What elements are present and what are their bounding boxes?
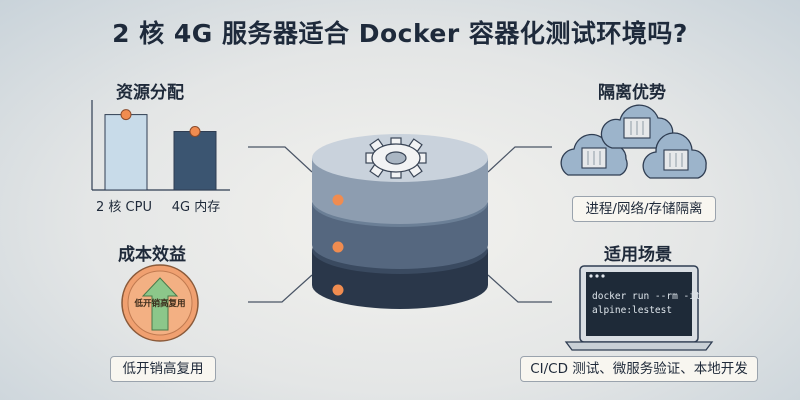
connector-lines	[248, 146, 552, 303]
isolation-heading: 隔离优势	[598, 83, 666, 103]
server-stack	[312, 134, 488, 309]
bar-memory	[173, 131, 217, 191]
usage-heading: 适用场景	[604, 245, 672, 265]
cost-caption: 低开销高复用	[110, 356, 216, 382]
terminal-line-1: docker run --rm -it	[592, 291, 701, 302]
isolation-caption: 进程/网络/存储隔离	[572, 196, 716, 222]
coin-label: 低开销高复用	[134, 299, 186, 309]
cost-heading: 成本效益	[118, 245, 186, 265]
isolation-illustration	[560, 104, 707, 179]
bar-marker-cpu	[120, 109, 132, 121]
laptop-base	[564, 341, 714, 351]
connector-usage	[487, 274, 552, 303]
tick-label-cpu: 2 核 CPU	[96, 200, 152, 215]
connector-isolation	[487, 146, 552, 173]
server-led-top	[332, 194, 344, 206]
server-led-middle	[332, 241, 344, 253]
page-title: 2 核 4G 服务器适合 Docker 容器化测试环境吗?	[112, 19, 688, 48]
terminal-screen	[586, 272, 692, 336]
tick-label-memory: 4G 内存	[171, 200, 221, 215]
connector-resource	[248, 146, 313, 173]
gear-icon	[365, 137, 427, 179]
up-arrow-icon	[141, 277, 179, 331]
resource-chart	[91, 100, 230, 191]
connector-cost	[248, 274, 313, 303]
bar-marker-memory	[189, 126, 201, 137]
terminal-line-2: alpine:lestest	[592, 305, 673, 316]
server-led-bottom	[332, 284, 344, 296]
laptop-icon	[564, 265, 714, 351]
resource-heading: 资源分配	[116, 83, 184, 103]
usage-caption: CI/CD 测试、微服务验证、本地开发	[520, 356, 758, 382]
coin-icon	[121, 264, 199, 342]
bar-cpu	[104, 114, 148, 191]
